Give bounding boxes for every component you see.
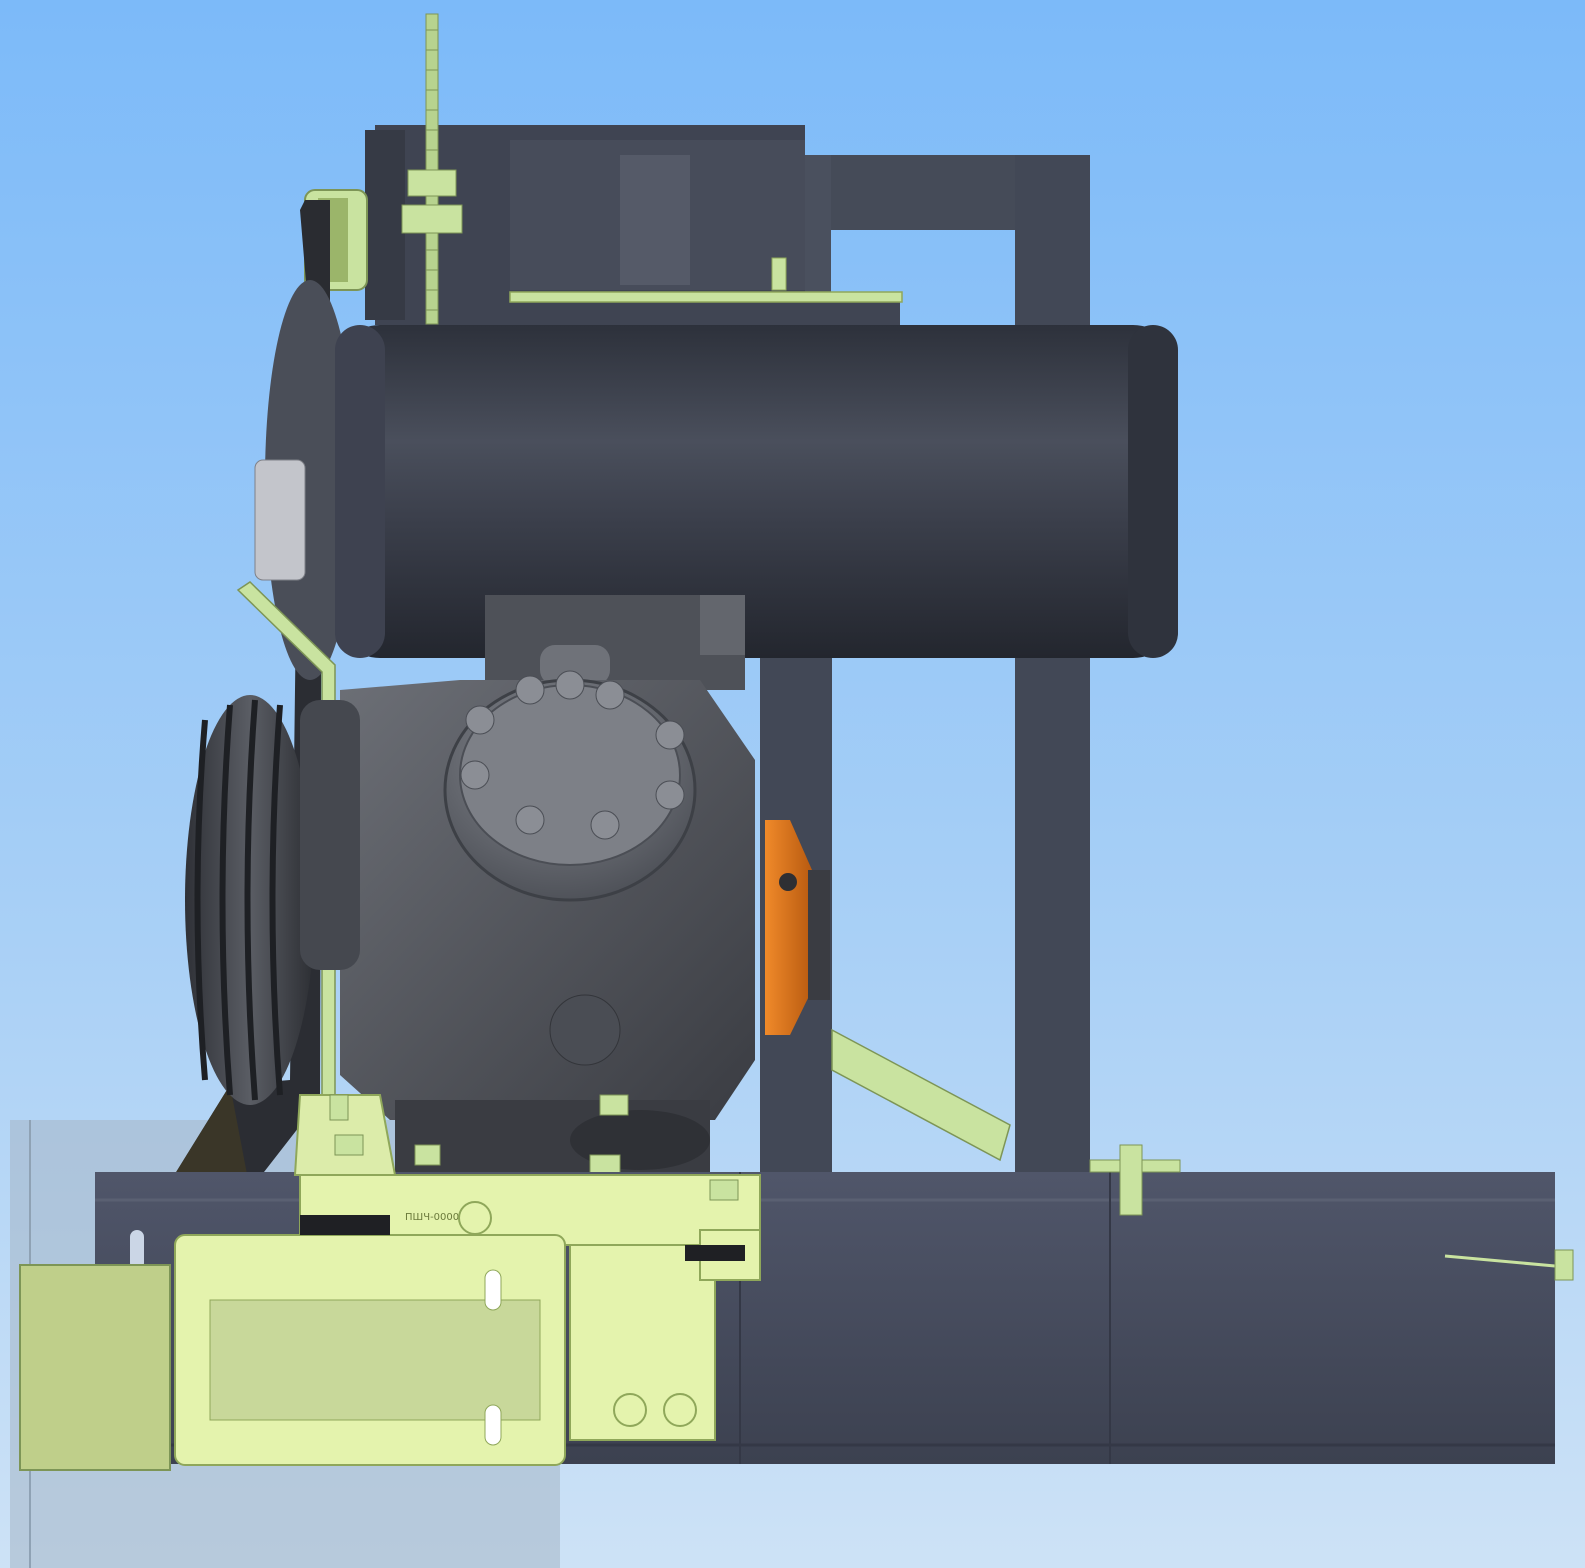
air-tank [335,325,1178,658]
multi-groove-pulley [185,695,315,1105]
compressor-head-cover [443,670,697,902]
bracket-stamp: ПШЧ-0000 [405,1212,459,1223]
threaded-rod [401,13,463,325]
belt-guard [254,280,355,680]
mounting-bracket: ПШЧ-0000 [19,1094,761,1471]
orange-flange [765,820,830,1035]
compressor-head [485,595,745,690]
inclined-strut [831,1028,1011,1162]
